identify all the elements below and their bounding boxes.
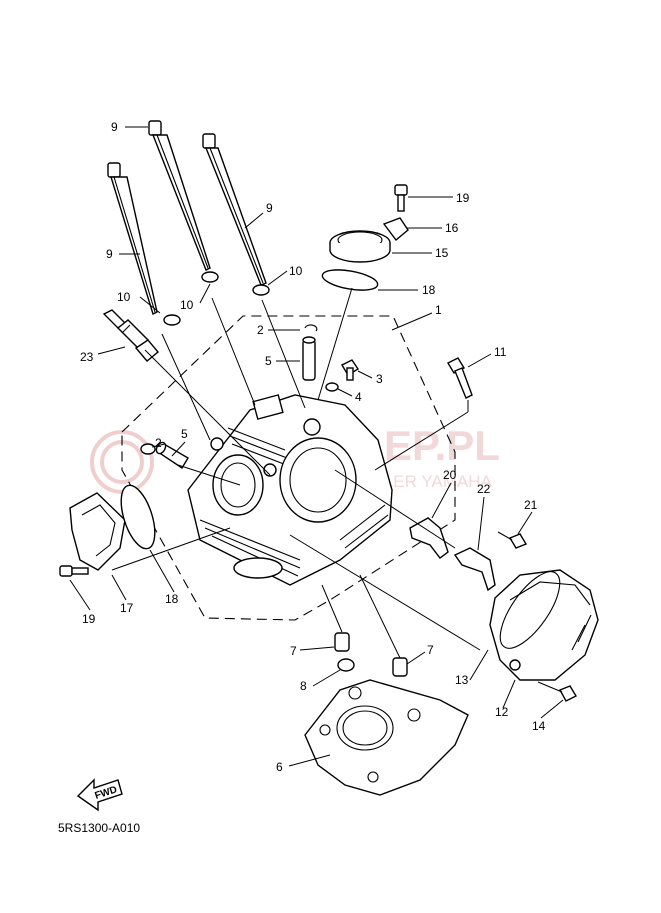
bracket-20 xyxy=(409,517,449,559)
side-cover-12 xyxy=(489,569,599,681)
callout-2: 2 xyxy=(257,323,264,337)
callout-8: 8 xyxy=(300,679,307,693)
callout-19: 19 xyxy=(82,612,96,626)
callout-10: 10 xyxy=(289,264,303,278)
clip-2-lower xyxy=(140,443,156,455)
callout-2: 2 xyxy=(155,436,162,450)
spark-plug-23 xyxy=(102,309,159,362)
valve-guide-5-upper xyxy=(302,336,316,381)
callout-5: 5 xyxy=(181,427,188,441)
diagram-code: 5RS1300-A010 xyxy=(58,821,140,835)
callout-21: 21 xyxy=(524,498,538,512)
screw-19-left xyxy=(59,565,89,577)
callout-12: 12 xyxy=(495,705,509,719)
callout-22: 22 xyxy=(477,482,491,496)
callout-5: 5 xyxy=(265,354,272,368)
callout-14: 14 xyxy=(532,719,546,733)
callout-10: 10 xyxy=(180,298,194,312)
callout-1: 1 xyxy=(435,303,442,317)
callout-9: 9 xyxy=(111,120,118,134)
dowel-7-right xyxy=(392,657,408,677)
cylinder-head-1 xyxy=(187,394,393,586)
callout-4: 4 xyxy=(355,390,362,404)
callout-9: 9 xyxy=(106,247,113,261)
callout-11: 11 xyxy=(494,345,507,359)
stud-bolt-9-middle xyxy=(148,120,211,271)
callout-20: 20 xyxy=(443,468,457,482)
dowel-7-left xyxy=(334,632,350,652)
callout-18: 18 xyxy=(165,592,179,606)
washer-10c xyxy=(252,284,270,296)
bolt-3 xyxy=(341,359,359,381)
clip-2-upper xyxy=(304,324,318,332)
o-ring-18-top xyxy=(321,269,379,291)
callout-7: 7 xyxy=(290,644,297,658)
callout-19: 19 xyxy=(456,191,470,205)
callout-17: 17 xyxy=(120,601,134,615)
o-ring-13 xyxy=(499,571,561,649)
washer-4 xyxy=(325,382,339,392)
fwd-arrow-icon: FWD xyxy=(76,778,123,812)
stud-bolt-9-right xyxy=(202,133,267,286)
leader-lines xyxy=(69,126,564,767)
stud-bolt-9-left xyxy=(107,162,158,315)
bracket-22 xyxy=(453,547,496,592)
callout-23: 23 xyxy=(80,350,94,364)
o-ring-18-left xyxy=(120,484,156,550)
washer-10a xyxy=(163,314,181,326)
cylinder-dashed-outline xyxy=(121,315,456,621)
callout-7: 7 xyxy=(427,643,434,657)
side-cover-17 xyxy=(69,492,126,571)
head-gasket-6 xyxy=(304,679,469,796)
bolt-14 xyxy=(537,681,577,702)
cap-assembly-15 xyxy=(329,230,391,263)
callout-16: 16 xyxy=(445,221,459,235)
callout-13: 13 xyxy=(455,673,469,687)
plate-16 xyxy=(382,217,409,242)
seal-8 xyxy=(337,658,355,672)
callout-9: 9 xyxy=(266,201,273,215)
screw-19-top xyxy=(394,184,408,212)
callout-3: 3 xyxy=(376,372,383,386)
washer-10b xyxy=(201,271,219,283)
callout-18: 18 xyxy=(422,283,436,297)
callout-15: 15 xyxy=(435,246,449,260)
callout-labels: 9 9 9 10 10 10 2 2 5 5 23 19 19 16 15 18… xyxy=(80,120,546,774)
callout-10: 10 xyxy=(117,290,131,304)
bolt-11 xyxy=(447,357,473,399)
bolt-21 xyxy=(497,531,528,549)
callout-6: 6 xyxy=(276,760,283,774)
